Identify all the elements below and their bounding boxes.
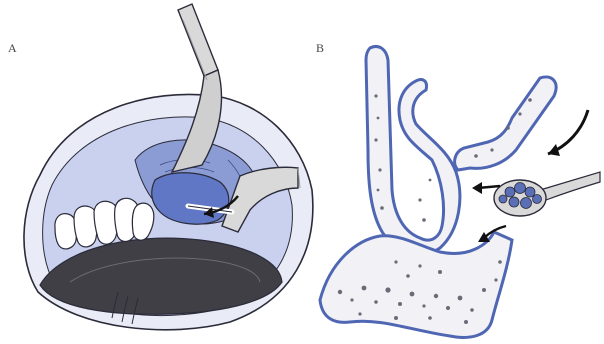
sinus-wall-left: [366, 47, 460, 255]
panel-a-label: A: [8, 41, 17, 55]
panel-b-label: B: [316, 41, 324, 55]
sinus-membrane: [455, 77, 556, 170]
panel-a: A: [8, 4, 313, 330]
panel-b: B: [316, 41, 600, 337]
alveolar-bone: [320, 232, 512, 337]
